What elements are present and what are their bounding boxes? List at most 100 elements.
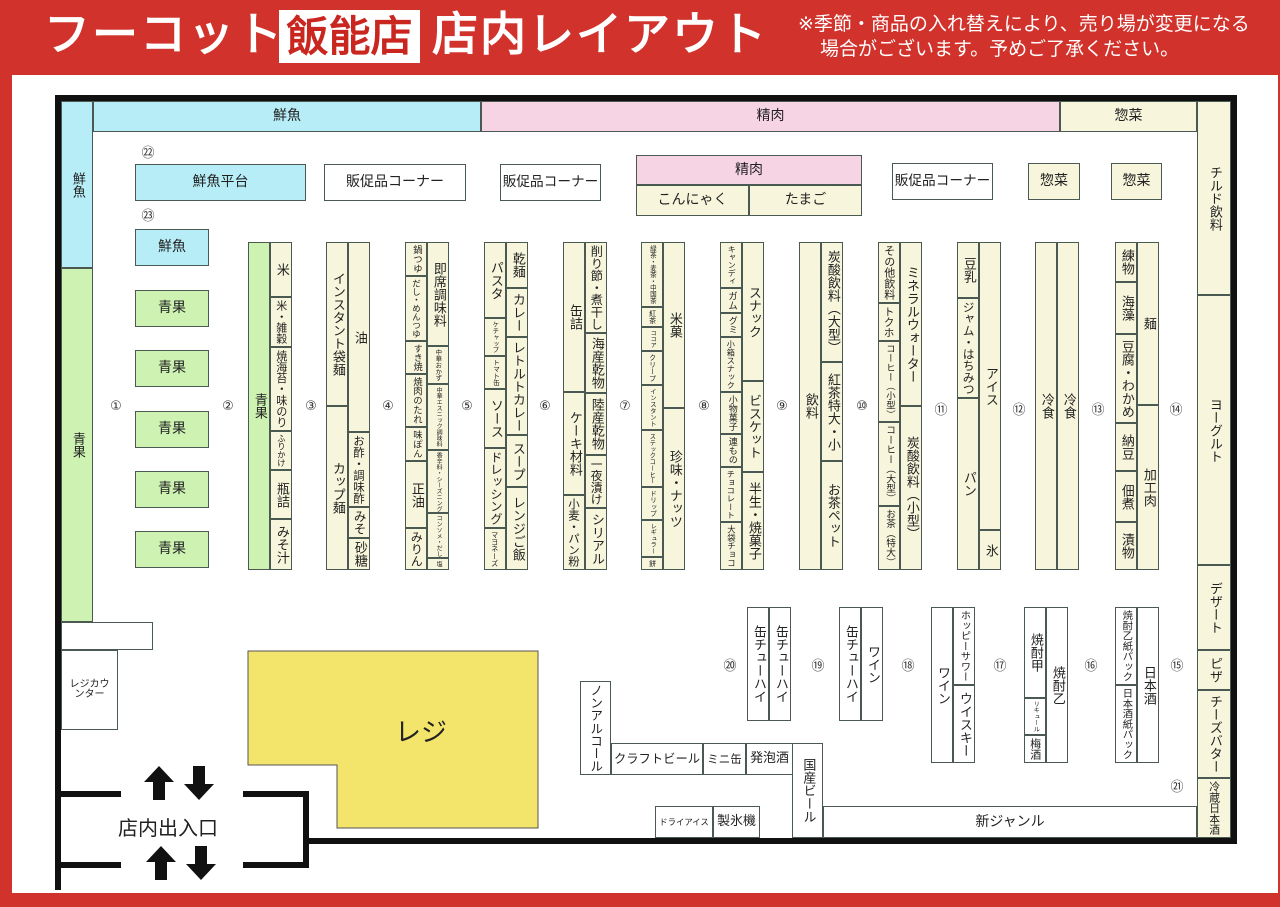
produce-island: 青果 [135, 350, 209, 387]
deli-island-2: 惣菜 [1111, 163, 1162, 200]
produce-island: 青果 [135, 411, 209, 448]
yogurt-label: ヨーグルト [1206, 397, 1222, 463]
produce-island: 青果 [135, 290, 209, 327]
shelf-section: ジャム・はちみつ [957, 298, 979, 398]
shelf-section: スープ [506, 435, 528, 487]
shelf-section: 梅酒 [1024, 735, 1046, 763]
new-genre-label: 新ジャンル [975, 813, 1045, 830]
shelf-section: シリアル [585, 508, 607, 570]
wall [303, 791, 309, 868]
shelf-section-label: ジャム・はちみつ [961, 301, 976, 395]
shelf-section-label: 日本酒紙パック [1120, 688, 1133, 760]
shelf-section: パン [957, 398, 979, 570]
shelf-section: 米 [270, 242, 292, 297]
shelf-section-label: 冷食 [1038, 393, 1054, 419]
eggs-label: たまご [784, 192, 827, 209]
register-label: レジ [395, 718, 448, 748]
shelf-section-label: パスタ [487, 260, 503, 300]
shelf-section-label: ミネラルウォーター [903, 265, 919, 383]
shelf-section-label: その他飲料 [882, 245, 896, 300]
shelf-section-label: レギュラー [649, 523, 657, 554]
shelf-section-label: 緑茶・麦茶・中国茶 [648, 245, 657, 304]
shelf-section-label: ウイスキー [956, 691, 972, 757]
shelf-section: 日本酒紙パック [1115, 685, 1137, 763]
shelf-section-label: 漬物 [1118, 533, 1134, 559]
wall [55, 862, 121, 868]
shelf-section: 半生・焼菓子 [742, 472, 764, 570]
fish-table-label: 鮮魚平台 [192, 174, 249, 191]
shelf-section-label: レンジご飯 [509, 496, 525, 561]
shelf-section: ケチャップ [484, 318, 506, 356]
shelf-section: 缶チューハイ [769, 607, 791, 721]
register-counter-label: レジカウンター [69, 678, 110, 700]
shelf-section-label: 豆腐・わかめ [1118, 339, 1134, 418]
shelf-section: 海産乾物 [585, 333, 607, 393]
shelf-section: 米菓 [663, 242, 685, 408]
shelf-section-label: 炭酸飲料（小型） [903, 436, 919, 540]
meat-wall-top: 精肉 [481, 101, 1060, 132]
shelf-section: みりん [405, 528, 427, 570]
shelf-section: コーヒー（大型） [878, 422, 900, 506]
shelf-section: トクホ [878, 303, 900, 341]
shelf-section: 豆乳 [957, 242, 979, 298]
shelf-section: コーヒー（小型） [878, 341, 900, 422]
shelf-section: ウイスキー [953, 685, 975, 763]
entrance-label: 店内出入口 [118, 816, 218, 840]
aisle-number: ⑳ [723, 659, 737, 674]
shelf-section-label: 珍味・ナッツ [666, 450, 682, 528]
shelf-section: 缶チューハイ [839, 607, 861, 721]
aisle-number: ② [222, 399, 234, 414]
shelf-section-label: 半生・焼菓子 [745, 482, 761, 560]
shelf-section: アイス [979, 242, 1001, 530]
shelf-section-label: コンソメ・だし [435, 514, 443, 557]
header: フーコット 飯能店 店内レイアウト ※季節・商品の入れ替えにより、売り場が変更に… [0, 0, 1280, 75]
shelf-section-label: だし・めんつゆ [411, 279, 422, 338]
shelf-section: 焼海苔・味のり [270, 347, 292, 431]
shelf-section: ソース [484, 389, 506, 448]
shelf-section: 紅茶特大・小 [821, 362, 843, 461]
shelf-section-label: ワイン [934, 665, 950, 705]
dry-ice-label: ドライアイス [659, 816, 709, 827]
fish-wall-top-label: 鮮魚 [273, 108, 301, 125]
shelf-section: 砂糖 [348, 538, 370, 570]
shelf-section: 中華おかず [427, 346, 449, 384]
notice-line-2: 場合がございます。予めご了承ください。 [820, 38, 1180, 60]
shelf-section-label: 小物菓子 [726, 395, 737, 431]
aisle-number: ⑨ [776, 399, 788, 414]
shelf-section: 紅茶 [641, 307, 663, 327]
craft-beer-label: クラフトビール [613, 751, 701, 766]
aisle-number: ⑫ [1012, 403, 1026, 418]
shelf-section: 炭酸飲料（大型） [821, 242, 843, 362]
fish-wall-top: 鮮魚 [93, 101, 481, 132]
shelf-section-label: アイス [982, 366, 998, 406]
shelf-section-label: みりん [409, 531, 424, 567]
shelf-section-label: 紅茶 [648, 310, 657, 324]
shelf-section-label: ふりかけ [276, 434, 287, 467]
shelf-section: 豆腐・わかめ [1115, 334, 1137, 423]
shelf-section: インスタント袋麺 [326, 242, 348, 406]
shelf-section-label: 塩 [435, 561, 443, 567]
shelf-section: 瓶詰 [270, 470, 292, 519]
craft-beer: クラフトビール [611, 743, 703, 775]
aisle-number: ⑥ [539, 399, 551, 414]
fish-island-label: 鮮魚 [158, 239, 186, 256]
shelf-section-label: 梅酒 [1028, 738, 1042, 760]
aisle-number: ㉒ [141, 146, 155, 161]
shelf-section-label: 納豆 [1118, 434, 1134, 460]
shelf-section: 大袋チョコ [720, 522, 742, 570]
aisle-number: ㉓ [141, 209, 155, 224]
aisle-number: ① [110, 399, 122, 414]
arrow-down-icon [186, 846, 216, 880]
shelf-section-label: リキュール [1032, 701, 1040, 732]
aisle-number: ③ [305, 399, 317, 414]
shelf-section: みそ [348, 507, 370, 538]
eggs: たまご [749, 185, 862, 216]
shelf-section-label: 焼海苔・味のり [274, 350, 288, 428]
shelf-section: ドレッシング [484, 448, 506, 528]
shelf-section-label: 青果 [251, 393, 267, 419]
domestic-beer: 国産ビール [792, 743, 823, 838]
shelf-section-label: 加工肉 [1140, 468, 1156, 507]
shelf-section-label: 缶詰 [566, 304, 582, 330]
shelf-section: 日本酒 [1137, 607, 1159, 763]
shelf-section: ステックコーヒー [641, 430, 663, 487]
